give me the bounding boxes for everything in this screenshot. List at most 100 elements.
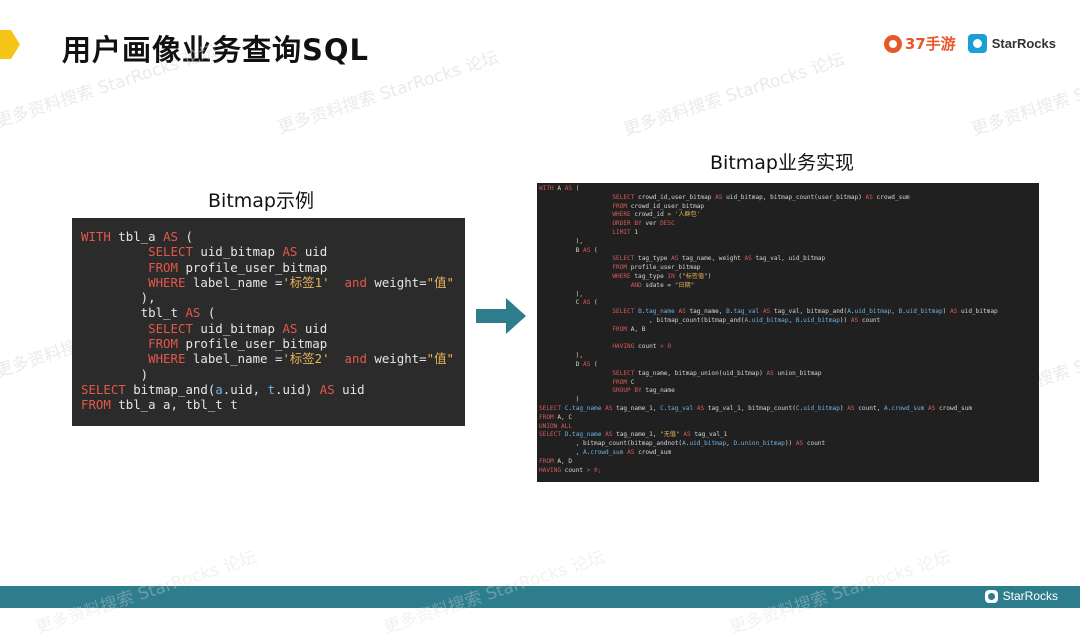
starrocks-logo-text: StarRocks (991, 36, 1056, 51)
code-token: ORDER BY (612, 220, 642, 228)
code-token: . (887, 404, 892, 412)
code-token: > 0 (660, 343, 672, 351)
code-token: WHERE (612, 272, 631, 280)
code-token: ( (177, 229, 193, 244)
starrocks-logo: StarRocks (967, 34, 1056, 53)
right-caption: Bitmap业务实现 (710, 152, 854, 174)
code-token: , (726, 440, 734, 448)
code-token: ( (572, 185, 580, 192)
code-token: AS (671, 255, 679, 263)
code-token: bitmap_and( (125, 381, 216, 397)
footer-logo: StarRocks (984, 589, 1058, 603)
code-line: , bitmap_count(bitmap_andnot(A.uid_bitma… (539, 440, 1039, 449)
code-token (539, 229, 612, 236)
code-token: AS (762, 308, 771, 316)
code-token: FROM (612, 325, 628, 333)
code-token: A, C (553, 413, 573, 421)
code-token: A, D (553, 457, 573, 465)
code-token: ), (539, 290, 584, 298)
code-token: uid_bitmap, bitmap_count(user_bitmap) (722, 193, 866, 201)
code-token: uid (334, 381, 365, 397)
code-token: , (891, 308, 899, 316)
code-token: t (267, 381, 275, 397)
code-token: "日期" (674, 281, 695, 289)
code-token (539, 343, 612, 350)
code-token: "标签值" (682, 272, 708, 280)
code-token: . (799, 404, 804, 412)
code-token: AS (627, 448, 635, 456)
code-token: AS (583, 360, 591, 368)
code-token: D (733, 440, 738, 448)
code-token: tbl_t (81, 305, 186, 321)
code-token: crowd_id (630, 211, 668, 219)
code-token: uid_bitmap (905, 308, 943, 316)
code-token: C (660, 404, 664, 412)
code-token (539, 326, 612, 333)
code-token: GROUP BY (612, 387, 642, 395)
code-line: SELECT uid_bitmap AS uid (81, 244, 465, 259)
code-token: AS (850, 316, 859, 324)
code-token: sdate = (641, 281, 675, 289)
code-token: HAVING (612, 343, 635, 351)
code-token (539, 203, 612, 210)
code-token: label_name = (185, 351, 283, 367)
code-line: SELECT uid_bitmap AS uid (81, 321, 465, 336)
code-token: tag_name_1, (612, 404, 661, 412)
code-token (539, 282, 631, 289)
code-line: ), (539, 291, 1039, 300)
code-line: D AS ( (539, 361, 1039, 370)
code-token: tag_val, uid_bitmap (751, 255, 826, 263)
code-token: and (344, 274, 367, 290)
code-token: SELECT (81, 381, 126, 397)
code-token: ) (539, 396, 580, 404)
code-token: ) (81, 366, 149, 382)
code-line: SELECT tag_name, bitmap_union(uid_bitmap… (539, 370, 1039, 379)
code-token: tag_name (572, 404, 602, 412)
code-token (81, 321, 148, 336)
code-token: SELECT (148, 244, 193, 260)
code-token: , (539, 448, 584, 456)
code-line: tbl_t AS ( (81, 305, 465, 320)
code-token: ) (839, 404, 848, 412)
accent-tab-icon (0, 30, 20, 59)
right-arrow-icon (476, 298, 526, 334)
code-token: AND (630, 281, 642, 289)
code-line: WITH tbl_a AS ( (81, 229, 465, 244)
code-token: A (583, 448, 587, 456)
code-line: C AS ( (539, 299, 1039, 308)
code-token: crowd_sum (891, 404, 925, 412)
code-token: tag_val (667, 404, 694, 412)
code-token: AS (163, 229, 178, 244)
code-token (539, 370, 612, 377)
code-token: . (729, 308, 734, 316)
code-token: SELECT (612, 369, 635, 377)
code-token: , (788, 316, 796, 324)
code-token: SELECT (539, 431, 562, 439)
watermark: 更多资料搜索 StarRocks 论坛 (621, 49, 848, 141)
code-token: '标签2' (282, 351, 330, 367)
code-token: SELECT (539, 404, 562, 412)
code-token: crowd_sum (872, 193, 910, 201)
code-token: ) (942, 308, 950, 316)
code-token: C (564, 404, 569, 412)
code-token: SELECT (612, 308, 635, 316)
code-token: . (902, 308, 906, 316)
code-token: B (726, 308, 730, 316)
code-token: SELECT (148, 320, 193, 336)
code-token (539, 211, 612, 218)
code-token: AS (583, 246, 591, 254)
code-token: count, (854, 404, 884, 412)
code-token: .uid, (222, 381, 268, 397)
code-line: FROM profile_user_bitmap (539, 264, 1039, 273)
code-token: AS (583, 299, 591, 307)
code-token: tag_type (634, 255, 672, 263)
code-line: B AS ( (539, 247, 1039, 256)
code-line: HAVING count > 0 (539, 343, 1039, 352)
code-token: FROM (612, 378, 628, 386)
code-token: tag_val (733, 308, 760, 316)
code-token: uid (297, 244, 328, 260)
code-line: UNION ALL (539, 423, 1039, 432)
code-token: label_name = (185, 274, 283, 290)
code-line: SELECT B.tag_name AS tag_name, B.tag_val… (539, 308, 1039, 317)
code-token: C (539, 299, 584, 307)
